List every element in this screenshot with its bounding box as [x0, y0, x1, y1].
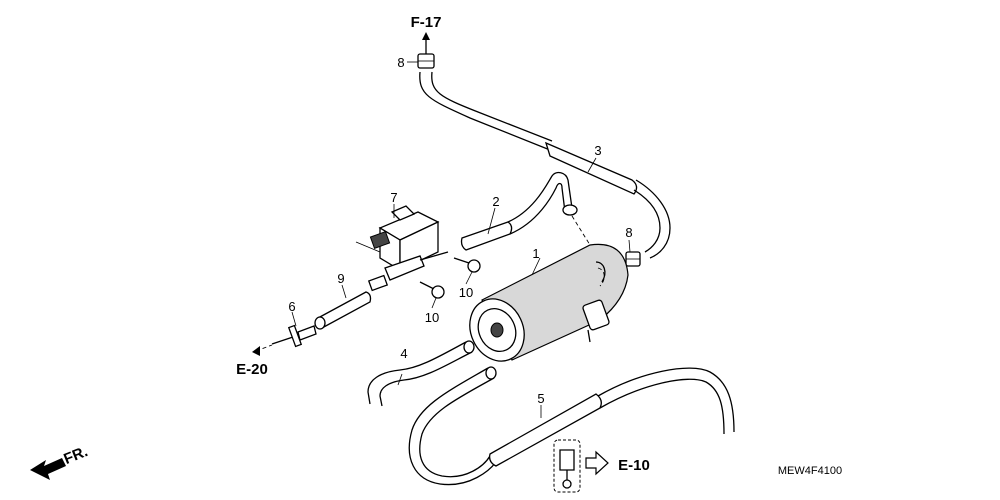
- callout-10-upper: 10: [459, 285, 473, 300]
- bolt-10-upper: [453, 257, 481, 273]
- reference-fr: FR.: [61, 443, 90, 468]
- callout-10-lower: 10: [425, 310, 439, 325]
- callout-8-top: 8: [397, 55, 404, 70]
- solenoid-valve-7: [355, 205, 449, 292]
- callout-8-right: 8: [625, 225, 632, 240]
- callout-2: 2: [492, 194, 499, 209]
- clamp-8-right: [625, 251, 641, 267]
- diagram-code: MEW4F4100: [778, 465, 842, 477]
- callout-3: 3: [594, 143, 601, 158]
- reference-e20: E-20: [236, 361, 268, 378]
- hose-4: [367, 340, 475, 407]
- callout-4: 4: [400, 346, 407, 361]
- callout-6: 6: [288, 299, 295, 314]
- callout-1: 1: [532, 246, 539, 261]
- canister-1: [469, 243, 629, 362]
- clamp-8-top: [417, 32, 435, 69]
- hose-5: [408, 366, 735, 486]
- hose-2: [460, 171, 591, 251]
- reference-f17: F-17: [411, 14, 442, 31]
- reference-e10: E-10: [618, 457, 650, 474]
- hose-3: [419, 71, 671, 259]
- leader-lines: [291, 61, 631, 418]
- hose-9: [314, 291, 372, 330]
- bolt-10-lower: [419, 281, 445, 299]
- callout-7: 7: [390, 190, 397, 205]
- front-direction-arrow: [30, 458, 66, 480]
- callout-5: 5: [537, 391, 544, 406]
- callout-9: 9: [337, 271, 344, 286]
- bolt-6: [252, 324, 317, 356]
- clip-e10: [553, 439, 609, 493]
